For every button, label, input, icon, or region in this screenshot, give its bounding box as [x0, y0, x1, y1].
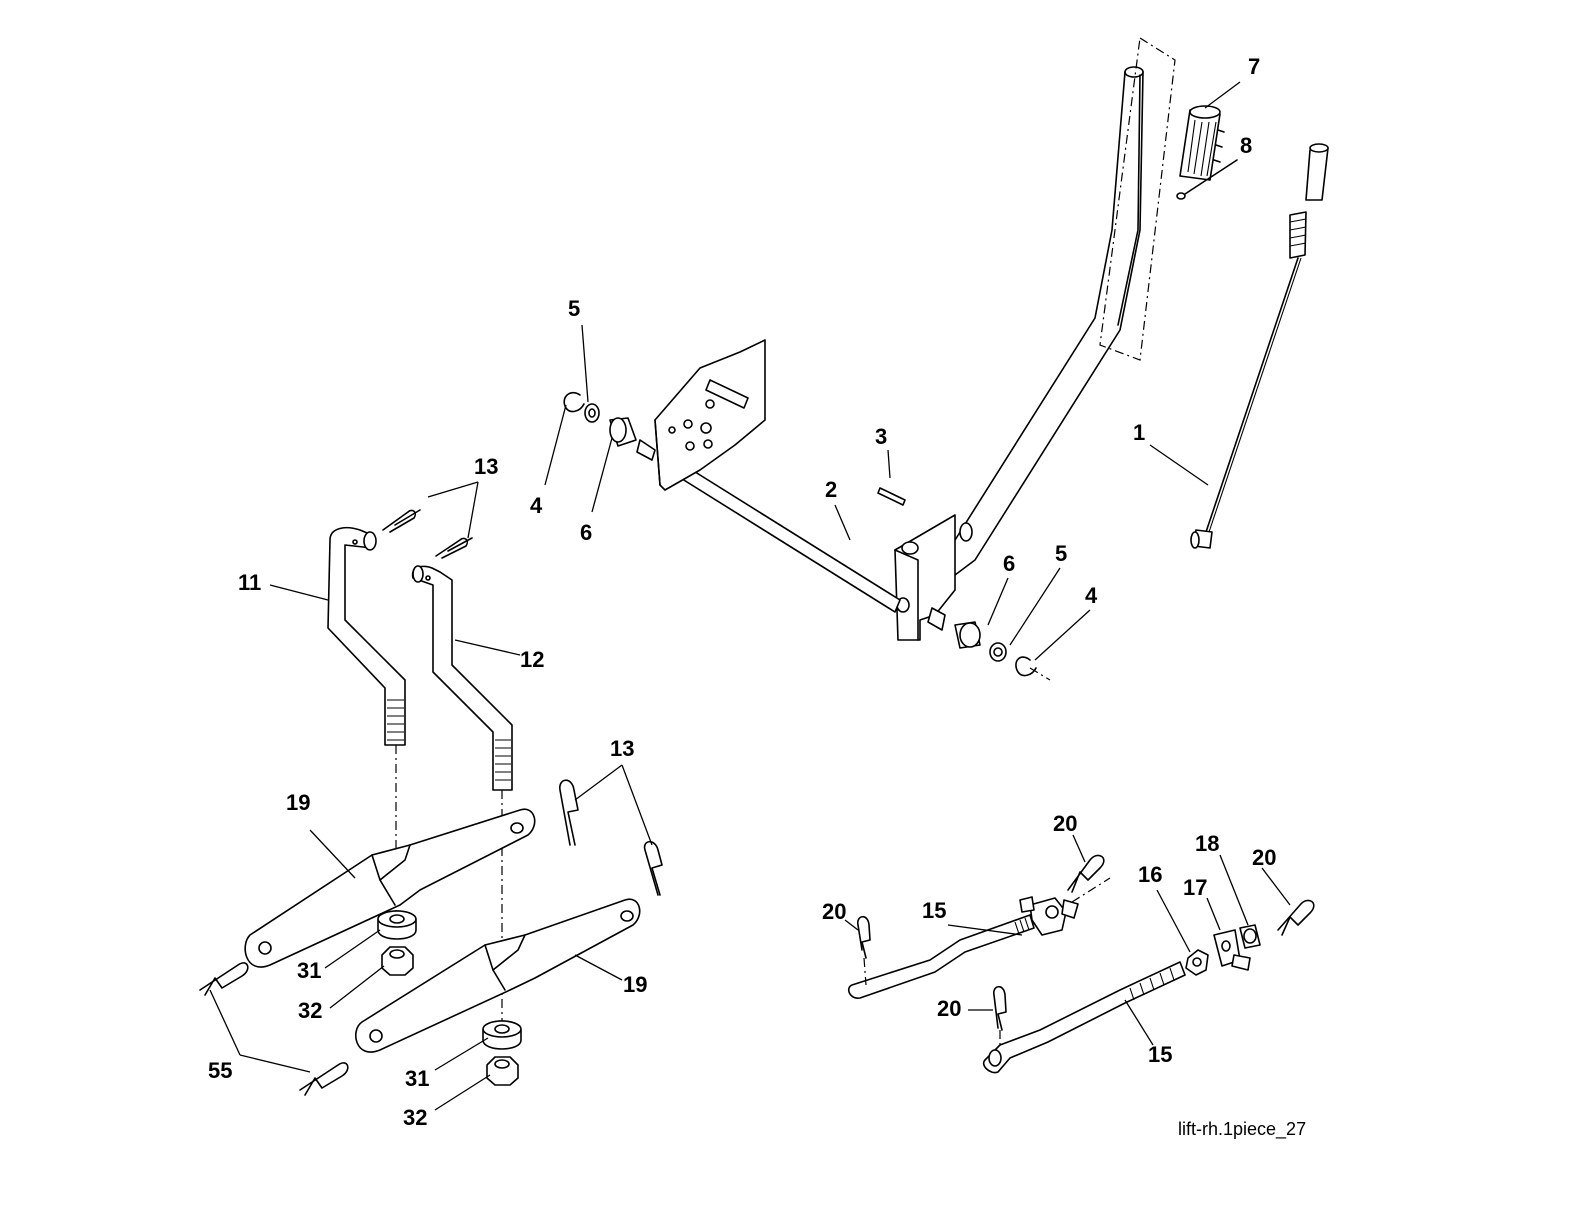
- lift-rod-15-upper: [848, 914, 1035, 999]
- lift-arm-19-lower: [354, 898, 641, 1053]
- callout-5-left: 5: [568, 296, 580, 321]
- lift-lever-handle: [949, 66, 1144, 576]
- callout-31-lower: 31: [405, 1066, 429, 1091]
- callout-20-left: 20: [822, 899, 846, 924]
- bushing-31-upper: [377, 910, 417, 940]
- callout-12: 12: [520, 647, 544, 672]
- hairpin-clips-20: [857, 854, 1315, 1048]
- mounting-plate: [636, 339, 766, 491]
- callout-1: 1: [1133, 420, 1145, 445]
- lift-rod-15-lower: [982, 961, 1186, 1074]
- nut-16: [1185, 949, 1209, 976]
- lift-link-12: [411, 565, 513, 1030]
- callout-19-lower: 19: [623, 972, 647, 997]
- callout-20-top: 20: [1053, 811, 1077, 836]
- swivel-18: [1239, 924, 1261, 949]
- hairpin-clips-13: [559, 779, 663, 896]
- handle-grip: [1176, 105, 1238, 200]
- pin: [877, 487, 906, 506]
- callout-18: 18: [1195, 831, 1219, 856]
- callout-labels: 1 2 3 4 4 5 5 6 6 7 8 11 12 13 13 15 15 …: [208, 54, 1276, 1130]
- callout-32-lower: 32: [403, 1105, 427, 1130]
- cotter-pins-top: [382, 509, 473, 559]
- callout-5-right: 5: [1055, 541, 1067, 566]
- callout-7: 7: [1248, 54, 1260, 79]
- handle-extension-outline: [1099, 36, 1176, 361]
- callout-19-upper: 19: [286, 790, 310, 815]
- block-17: [1213, 929, 1251, 971]
- callout-17: 17: [1183, 875, 1207, 900]
- callout-15-upper: 15: [922, 898, 946, 923]
- bushing-31-lower: [482, 1020, 522, 1050]
- callout-13-bottom: 13: [610, 736, 634, 761]
- lift-link-11: [327, 526, 406, 920]
- callout-4-right: 4: [1085, 583, 1098, 608]
- callout-6-left: 6: [580, 520, 592, 545]
- callout-15-lower: 15: [1148, 1042, 1172, 1067]
- callout-16: 16: [1138, 862, 1162, 887]
- callout-11: 11: [238, 570, 261, 595]
- nut-32-lower: [486, 1056, 519, 1086]
- hairpin-clips-55: [199, 962, 349, 1096]
- callout-55: 55: [208, 1058, 232, 1083]
- callout-13-top: 13: [474, 454, 498, 479]
- left-side-hardware: [563, 391, 637, 447]
- callout-6-right: 6: [1003, 551, 1015, 576]
- nut-32-upper: [381, 946, 414, 976]
- callout-20-lower: 20: [937, 996, 961, 1021]
- lift-arm-19-upper: [244, 808, 536, 968]
- trunnion-block: [1019, 877, 1111, 936]
- callout-2: 2: [825, 477, 837, 502]
- control-cable: [1190, 143, 1329, 549]
- callout-31-upper: 31: [297, 958, 321, 983]
- callout-32-upper: 32: [298, 998, 322, 1023]
- lever-bracket: [894, 514, 956, 641]
- leader-lines: [209, 81, 1291, 1111]
- callout-3: 3: [875, 424, 887, 449]
- callout-20-right: 20: [1252, 845, 1276, 870]
- right-side-hardware: [954, 621, 1051, 681]
- callout-4-left: 4: [530, 493, 543, 518]
- callout-8: 8: [1240, 133, 1252, 158]
- drawing-caption: lift-rh.1piece_27: [1178, 1119, 1306, 1140]
